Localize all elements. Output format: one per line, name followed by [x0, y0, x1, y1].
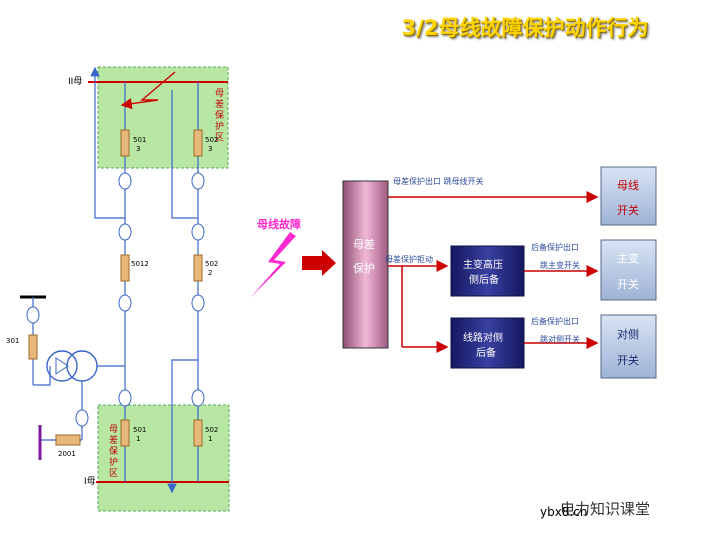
watermark: 电力知识课堂 — [560, 500, 651, 518]
breaker-5013-label: 501 — [133, 136, 146, 144]
svg-text:护: 护 — [109, 456, 118, 468]
bus-differential-protection — [342, 180, 389, 349]
svg-text:母: 母 — [109, 424, 118, 435]
mid-label-1: 后备保护出口 — [531, 242, 579, 252]
svg-text:母差: 母差 — [353, 237, 375, 251]
zone-bottom — [97, 404, 230, 512]
ct-wire-right — [171, 90, 198, 219]
fault-label: 母线故障 — [257, 217, 301, 231]
svg-text:线路对侧: 线路对侧 — [463, 331, 503, 344]
svg-text:对侧: 对侧 — [617, 327, 639, 341]
ct-wire-left — [94, 165, 125, 219]
breaker-5012-label: 5012 — [131, 260, 149, 268]
breaker-5023-label: 502 — [205, 136, 218, 144]
svg-text:开关: 开关 — [617, 277, 639, 291]
svg-text:3: 3 — [208, 145, 212, 153]
svg-text:母: 母 — [215, 88, 224, 99]
svg-text:主变高压: 主变高压 — [463, 258, 503, 271]
bot-label-2: 跳对侧开关 — [540, 334, 580, 344]
main-switch-box — [600, 239, 657, 301]
breaker-5022 — [193, 254, 203, 282]
svg-text:区: 区 — [215, 132, 224, 143]
svg-text:母线: 母线 — [617, 178, 639, 192]
svg-text:1: 1 — [136, 435, 140, 443]
breaker-2001-label: 2001 — [58, 450, 76, 458]
svg-text:保: 保 — [109, 445, 118, 457]
transformer-winding-1 — [46, 350, 78, 382]
ct-wire-bottom — [167, 359, 198, 494]
breaker-5022-label: 502 — [205, 260, 218, 268]
failure-branch — [388, 265, 403, 347]
bot-label-1: 后备保护出口 — [531, 316, 579, 326]
remote-switch-box — [600, 314, 657, 379]
breaker-5021 — [193, 419, 203, 447]
site-url: ybx8.cn — [540, 505, 588, 519]
svg-text:开关: 开关 — [617, 203, 639, 217]
svg-text:保护: 保护 — [353, 261, 375, 275]
failure-label: 母差保护拒动 — [385, 254, 433, 264]
svg-text:2: 2 — [208, 269, 212, 277]
breaker-301-label: 301 — [6, 337, 19, 345]
zone-top-label: 母 差 保 护 区 — [215, 88, 224, 143]
breaker-2001 — [55, 434, 81, 446]
zone-bottom-label: 母 差 保 护 区 — [109, 424, 118, 479]
breaker-5013 — [120, 129, 130, 157]
bus-bottom-label: I母 — [84, 476, 96, 487]
svg-text:主变: 主变 — [617, 251, 639, 265]
svg-text:保: 保 — [215, 109, 224, 121]
transformer-winding-2 — [66, 350, 98, 382]
lightning-icon — [250, 232, 296, 298]
breaker-5023 — [193, 129, 203, 157]
output-top-label: 母差保护出口 跳母线开关 — [393, 176, 484, 186]
ct-301 — [26, 306, 40, 324]
svg-text:护: 护 — [215, 120, 224, 132]
breaker-5011 — [120, 419, 130, 447]
zone-top — [97, 66, 229, 169]
fault-zigzag — [120, 71, 176, 110]
fault-arrow — [302, 250, 336, 276]
breaker-301 — [28, 334, 38, 360]
transformer-backup-box — [450, 245, 525, 297]
svg-text:后备: 后备 — [476, 346, 496, 359]
breaker-5012 — [120, 254, 130, 282]
mid-label-2: 跳主变开关 — [540, 260, 580, 270]
svg-text:侧后备: 侧后备 — [469, 273, 499, 286]
ct-transformer — [75, 409, 89, 427]
transformer-symbol — [55, 357, 69, 375]
slide-title: 3/2母线故障保护动作行为 — [401, 16, 649, 40]
breaker-5021-label: 502 — [205, 426, 218, 434]
svg-text:开关: 开关 — [617, 353, 639, 367]
breaker-5011-label: 501 — [133, 426, 146, 434]
svg-text:3: 3 — [136, 145, 140, 153]
current-transformers — [118, 172, 205, 407]
svg-text:区: 区 — [109, 468, 118, 479]
svg-text:1: 1 — [208, 435, 212, 443]
svg-text:差: 差 — [109, 434, 118, 446]
bus-switch-box — [600, 166, 657, 226]
svg-text:差: 差 — [215, 98, 224, 110]
bus-top-label: II母 — [68, 76, 82, 87]
